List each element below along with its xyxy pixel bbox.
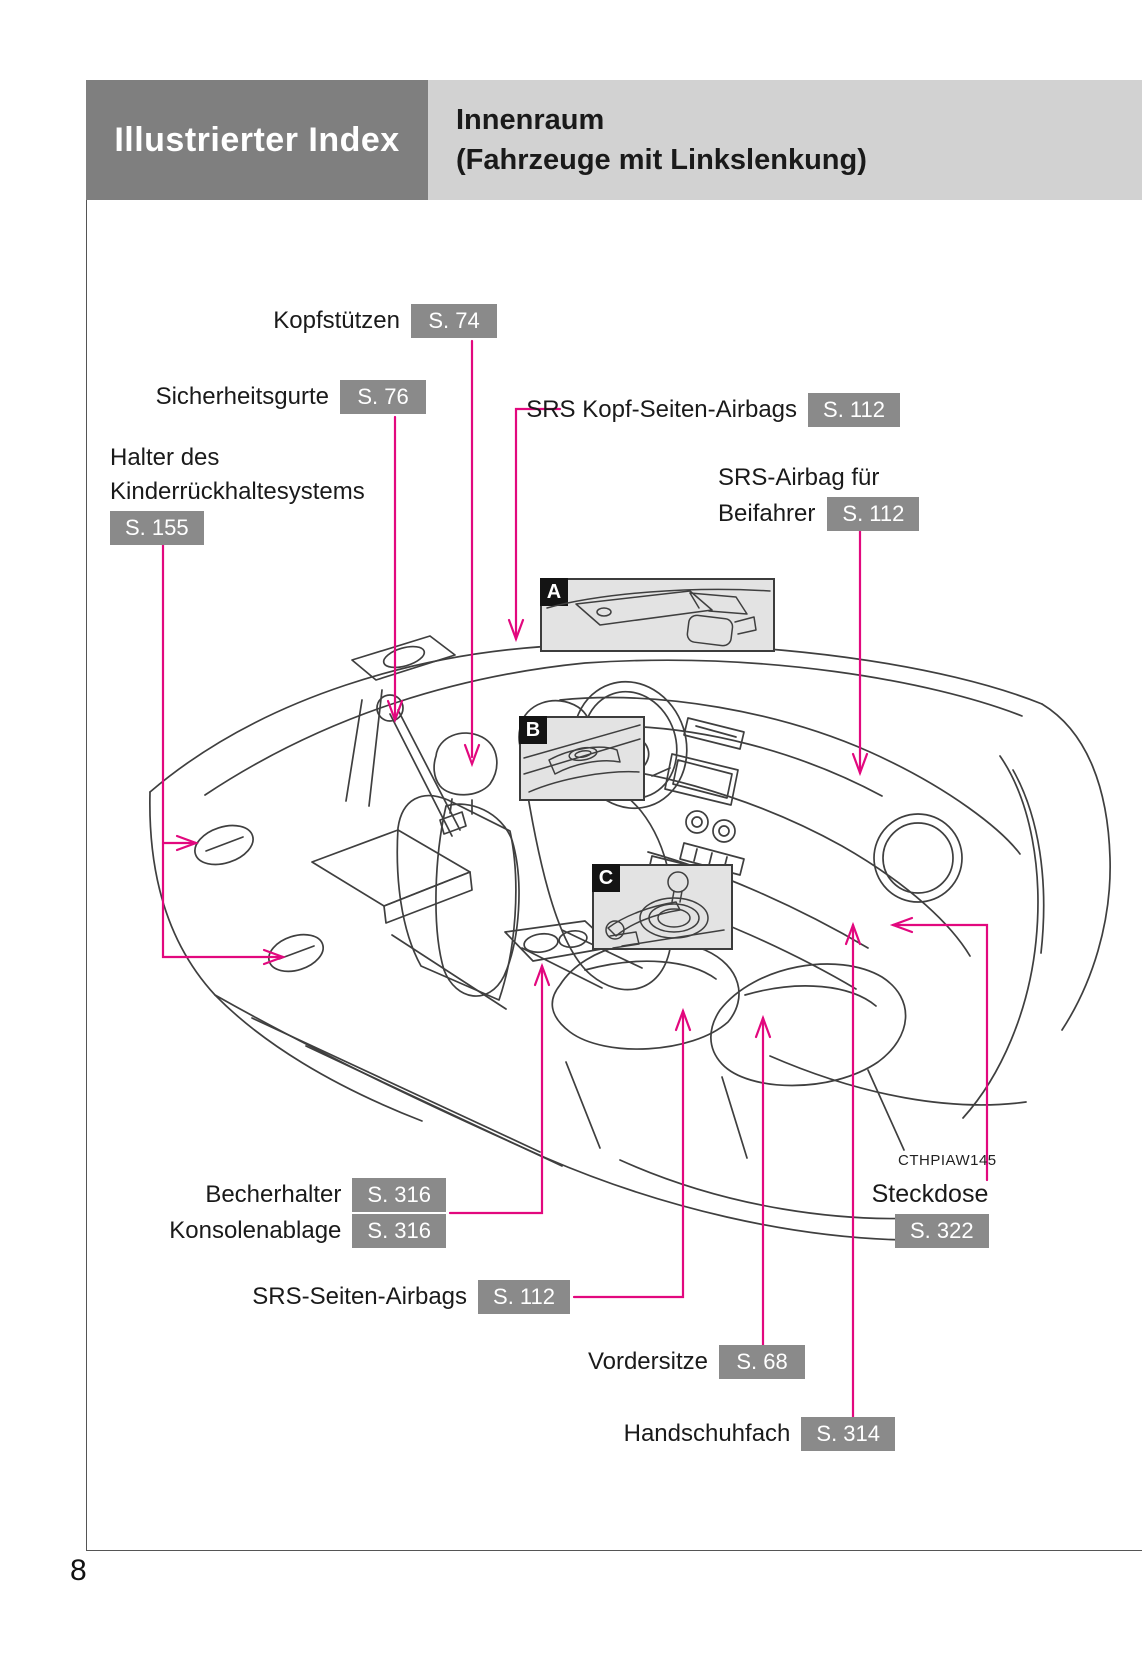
inset-a-sunvisor: A [540,578,775,652]
label-vordersitze: Vordersitze S. 68 [588,1345,805,1379]
section-header: Illustrierter Index [86,80,428,200]
label-text-line2: Kinderrückhaltesystems [110,478,365,505]
chapter-title-line1: Innenraum [456,104,605,136]
door-panel-sketch [523,724,641,793]
page-ref-badge: S. 316 [352,1178,446,1212]
label-text: Vordersitze [587,1348,708,1375]
label-text: SRS Kopf-Seiten-Airbags [526,396,798,423]
page-ref-badge: S. 155 [110,511,204,545]
page-ref-badge: S. 112 [808,393,900,427]
label-handschuhfach: Handschuhfach S. 314 [624,1417,895,1451]
label-steckdose: Steckdose [871,1180,989,1208]
page-ref-badge: S. 314 [801,1417,895,1451]
inset-c-shifter: C [592,864,733,950]
label-text: Becherhalter [205,1181,342,1208]
inset-b-doorpanel: B [519,716,645,801]
chapter-header: Innenraum (Fahrzeuge mit Linkslenkung) [428,80,1142,200]
label-text-line2: Beifahrer [718,500,816,527]
label-becherhalter: Becherhalter S. 316 [205,1178,446,1212]
page-ref-badge: S. 316 [352,1214,446,1248]
page-number: 8 [70,1554,87,1587]
label-text: Konsolenablage [169,1217,342,1244]
section-title: Illustrierter Index [114,120,400,159]
page-ref-badge: S. 322 [895,1214,989,1248]
sunvisor-sketch [546,588,771,647]
label-srs-kopf-seiten-airbags: SRS Kopf-Seiten-Airbags S. 112 [526,393,900,427]
label-text: Sicherheitsgurte [155,383,329,410]
label-sicherheitsgurte: Sicherheitsgurte S. 76 [156,380,426,414]
label-text-line1: Halter des [110,444,220,471]
label-halter-kinderrueckhaltesystem: Halter des Kinderrückhaltesystems S. 155 [110,441,365,545]
page-ref-badge: S. 112 [478,1280,570,1314]
page-ref-badge: S. 76 [340,380,426,414]
page-ref-badge: S. 68 [719,1345,805,1379]
label-srs-airbag-beifahrer: SRS-Airbag für Beifahrer S. 112 [718,461,920,531]
label-kopfstuetzen: Kopfstützen S. 74 [273,304,497,338]
label-text: Handschuhfach [623,1420,791,1447]
content-frame [86,200,1142,1551]
figure-code: CTHPIAW145 [898,1152,997,1169]
label-text-line1: SRS-Airbag für [718,464,880,491]
page-ref-badge: S. 74 [411,304,497,338]
label-text: SRS-Seiten-Airbags [252,1283,468,1310]
label-srs-seiten-airbags: SRS-Seiten-Airbags S. 112 [252,1280,570,1314]
gear-shifter-sketch [605,871,725,948]
chapter-title-line2: (Fahrzeuge mit Linkslenkung) [456,144,867,176]
label-text: Kopfstützen [273,307,400,334]
page-ref-badge: S. 112 [827,497,920,531]
label-konsolenablage: Konsolenablage S. 316 [169,1214,446,1248]
